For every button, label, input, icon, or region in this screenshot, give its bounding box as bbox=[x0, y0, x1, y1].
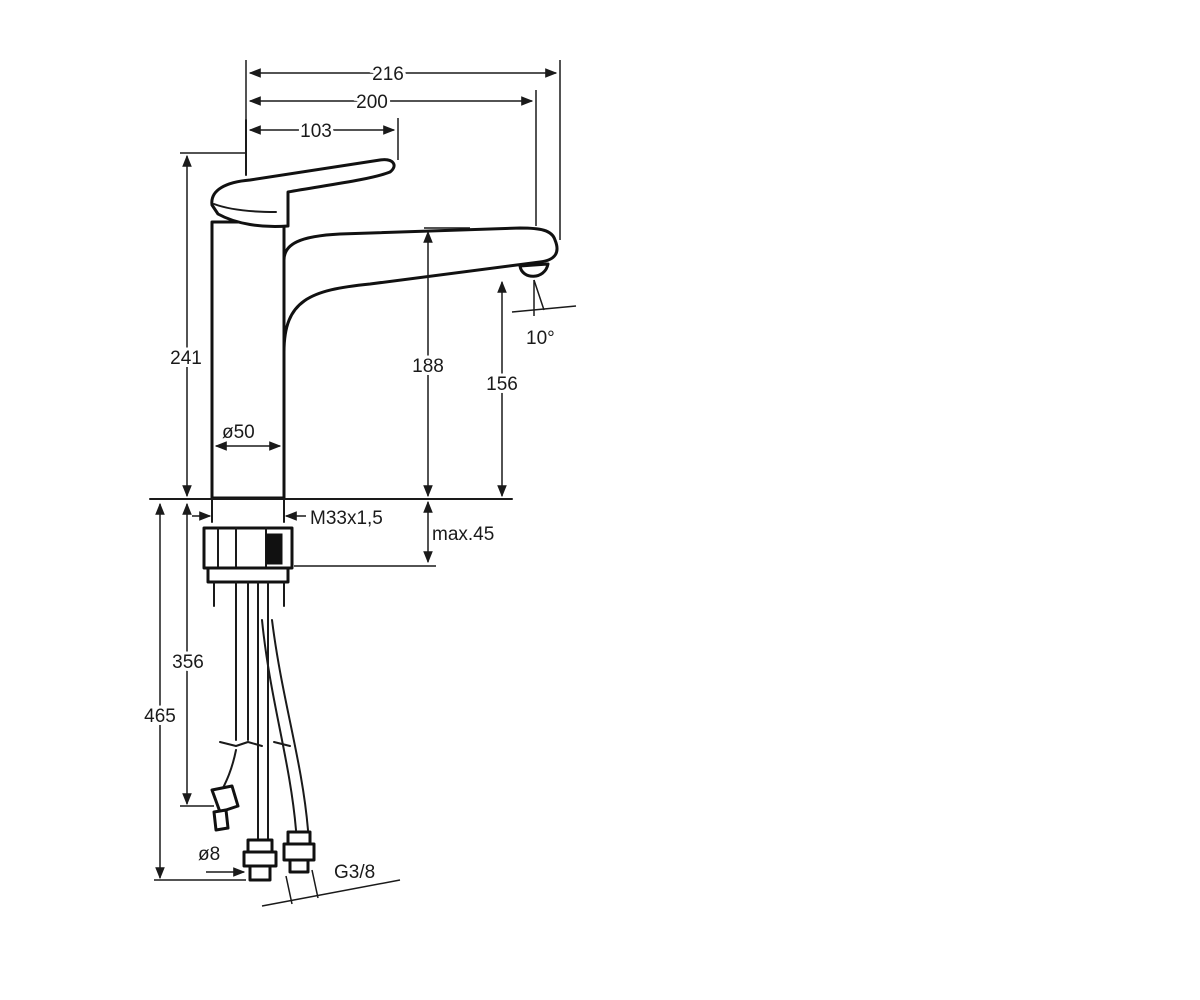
dim-overall-depth: 465 bbox=[144, 706, 176, 727]
dim-outlet-height: 156 bbox=[486, 374, 518, 395]
faucet-body bbox=[210, 119, 559, 500]
dim-spout-height: 188 bbox=[412, 356, 444, 377]
dim-overall-width: 216 bbox=[372, 64, 404, 85]
dim-mount-thread: M33x1,5 bbox=[310, 508, 383, 529]
dim-connection-thread: G3/8 bbox=[334, 862, 375, 883]
dim-hose-diameter: ø8 bbox=[198, 844, 220, 865]
dim-body-diameter: ø50 bbox=[222, 422, 255, 443]
mounting-assembly bbox=[202, 498, 316, 882]
dim-spray-angle: 10° bbox=[526, 328, 555, 349]
dim-total-height: 241 bbox=[170, 348, 202, 369]
dimension-lines bbox=[154, 60, 577, 907]
dim-hose-length: 356 bbox=[172, 652, 204, 673]
dim-max-thickness: max.45 bbox=[432, 524, 494, 545]
dim-spout-reach: 200 bbox=[356, 92, 388, 113]
dim-handle-length: 103 bbox=[300, 121, 332, 142]
